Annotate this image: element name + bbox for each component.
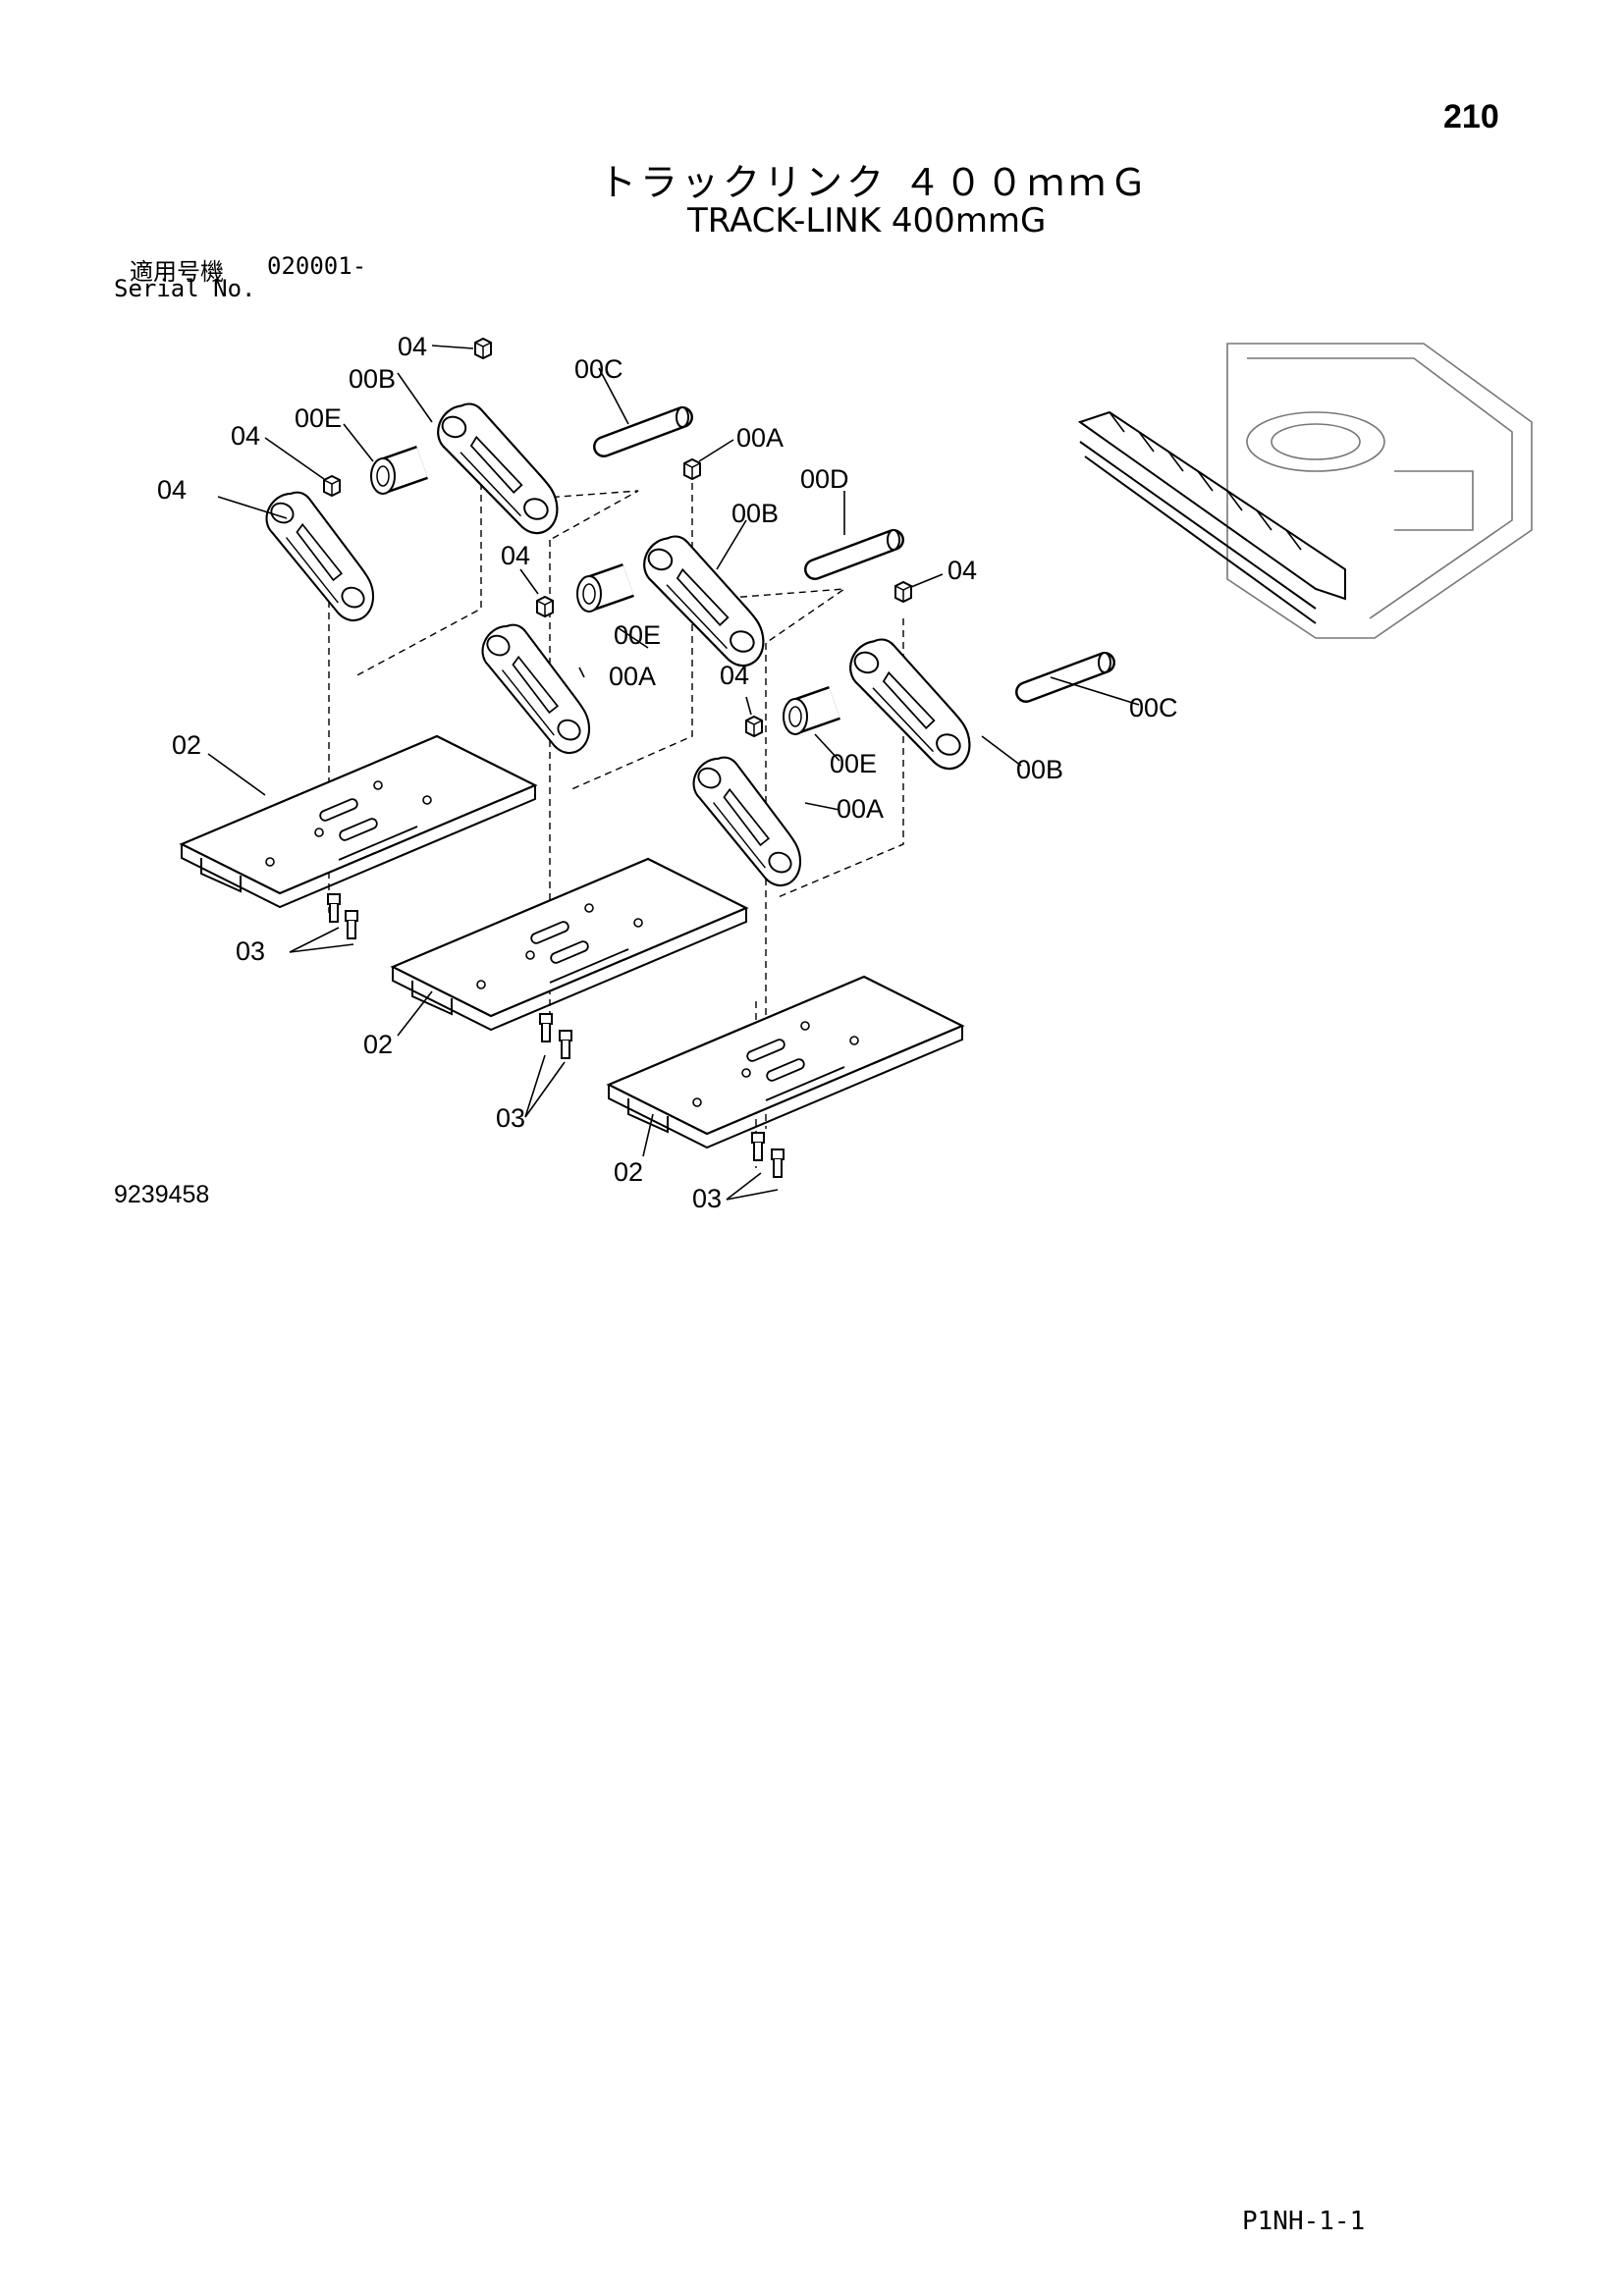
callout-label: 04 [157, 475, 187, 505]
callout-label: 00B [731, 499, 779, 528]
callout-label: 02 [363, 1030, 393, 1059]
title-english: TRACK-LINK 400mmG [687, 201, 1047, 240]
leader-lines [207, 345, 1140, 1201]
callout-label: 04 [231, 421, 260, 451]
callout-label: 00A [736, 423, 784, 453]
callout-label: 00C [1129, 693, 1178, 722]
title-japanese: トラックリンク ４００ｍｍＧ [599, 161, 1152, 204]
page-number: 210 [1443, 98, 1499, 135]
serial-label-japanese: 適用号機 [130, 258, 224, 286]
footer-code: P1NH-1-1 [1242, 2207, 1366, 2236]
callout-label: 03 [692, 1184, 722, 1213]
callout-label: 00C [574, 354, 623, 384]
callout-label: 03 [496, 1103, 525, 1133]
callout-label: 04 [947, 556, 977, 585]
serial-number: 020001- [267, 252, 367, 280]
callout-labels: 04 00B 00C 04 00E 04 00A 00D 00B 04 04 0… [157, 332, 1178, 1213]
callout-label: 00D [800, 464, 849, 494]
callout-label: 00E [614, 620, 661, 650]
callout-label: 02 [172, 730, 201, 760]
callout-label: 00B [1016, 755, 1063, 784]
callout-label: 00A [837, 794, 884, 824]
callout-label: 04 [398, 332, 427, 361]
callout-label: 00E [830, 749, 877, 778]
callout-label: 00B [349, 364, 396, 394]
callout-label: 00E [295, 403, 342, 433]
callout-label: 04 [720, 661, 749, 690]
callout-label: 04 [501, 541, 530, 570]
callout-label: 03 [236, 936, 265, 966]
drawing-number: 9239458 [114, 1181, 210, 1208]
callout-label: 02 [614, 1157, 643, 1187]
track-assembly-illustration [1077, 343, 1533, 639]
callout-label: 00A [609, 662, 656, 691]
serial-label-english: Serial No. [114, 275, 256, 302]
